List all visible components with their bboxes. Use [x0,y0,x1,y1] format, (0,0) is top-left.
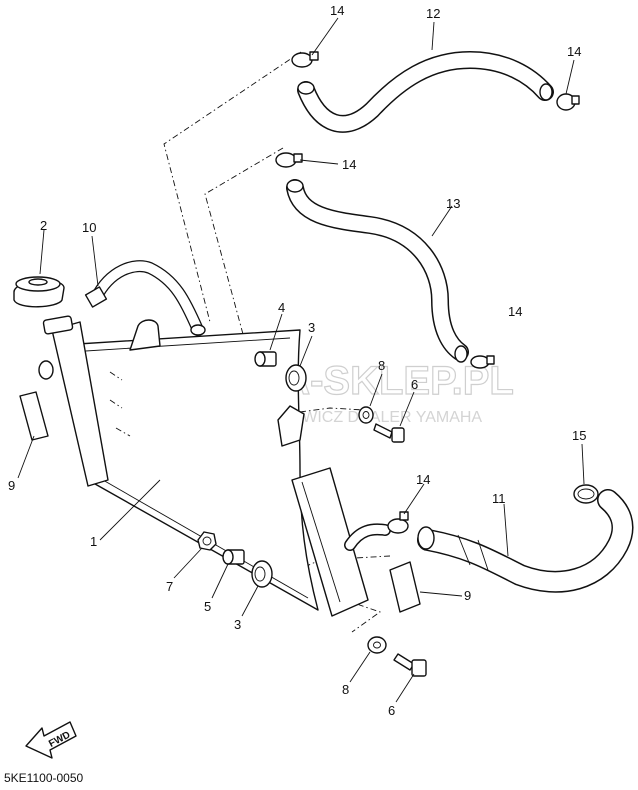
washer-8-upper[interactable] [358,406,374,424]
label-sticker-9-right[interactable] [389,561,421,613]
hose-clamp-14-mid[interactable] [275,152,303,168]
callout-15: 15 [572,428,586,443]
callout-8: 8 [342,682,349,697]
grommet-3-upper[interactable] [285,364,307,392]
callout-14: 14 [508,304,522,319]
callout-3: 3 [308,320,315,335]
callout-11: 11 [492,491,506,506]
radiator-cap-2[interactable] [13,276,65,308]
collar-5[interactable] [222,549,245,565]
callout-9: 9 [8,478,15,493]
hose-clamp-15[interactable] [573,484,599,504]
washer-8-lower[interactable] [367,636,387,654]
callout-6: 6 [388,703,395,718]
callout-8: 8 [378,358,385,373]
collar-4[interactable] [254,351,277,367]
callout-9: 9 [464,588,471,603]
leader-lines [17,17,585,703]
callout-7: 7 [166,579,173,594]
callout-1: 1 [90,534,97,549]
callout-10: 10 [82,220,96,235]
hose-10[interactable] [84,260,206,336]
radiator-1[interactable] [38,315,391,617]
bolt-6-upper[interactable] [373,423,405,443]
callout-14: 14 [342,157,356,172]
callout-12: 12 [426,6,440,21]
nut-7[interactable] [197,531,217,551]
forward-direction-arrow-icon: FWD [25,721,77,759]
hose-11[interactable] [417,489,634,593]
hose-clamp-14-right[interactable] [556,93,580,111]
label-sticker-9-left[interactable] [19,391,49,441]
callout-5: 5 [204,599,211,614]
bolt-6-lower[interactable] [393,653,427,677]
hose-clamp-14-lower[interactable] [470,355,495,369]
hose-clamp-14-outlet[interactable] [387,511,409,534]
callout-4: 4 [278,300,285,315]
hose-13[interactable] [286,179,469,363]
callout-13: 13 [446,196,460,211]
callout-14: 14 [567,44,581,59]
grommet-3-lower[interactable] [251,560,273,588]
callouts: 14 12 14 14 13 2 10 4 3 14 8 6 9 15 14 1… [8,3,586,718]
callout-6: 6 [411,377,418,392]
callout-14: 14 [416,472,430,487]
hose-12[interactable] [297,50,554,133]
diagram-code: 5KE1100-0050 [4,771,84,785]
hose-clamp-14-top[interactable] [291,51,319,68]
callout-14: 14 [330,3,344,18]
callout-3: 3 [234,617,241,632]
callout-2: 2 [40,218,47,233]
